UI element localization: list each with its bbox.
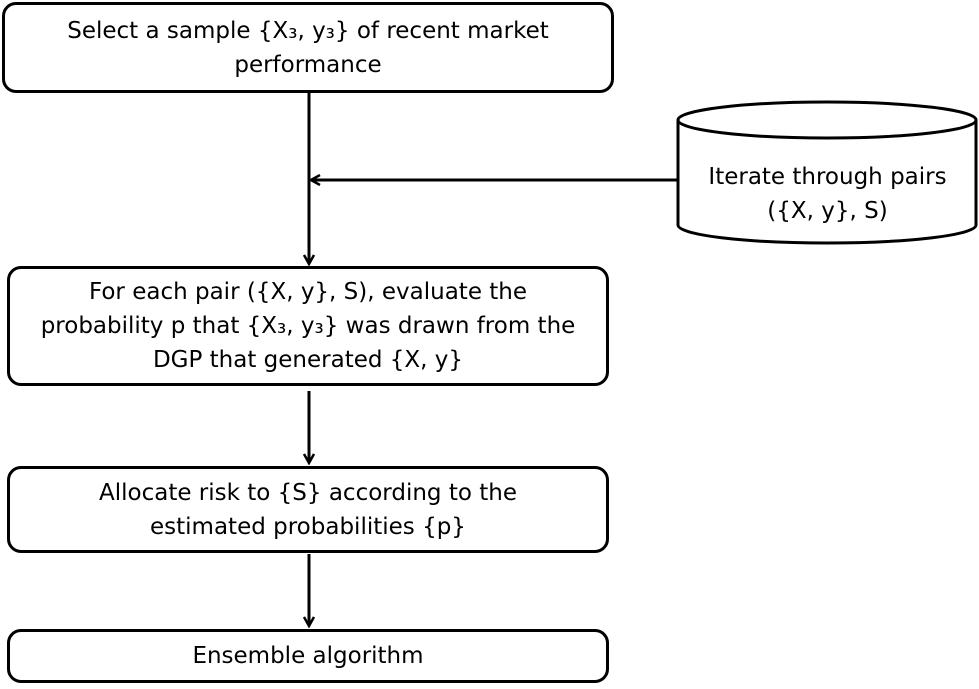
evaluate-line3: DGP that generated {X, y} [152, 347, 464, 373]
ensemble-algorithm-box: Ensemble algorithm [7, 629, 609, 683]
evaluate-probability-box: For each pair ({X, y}, S), evaluate the … [7, 266, 609, 386]
allocate-line1: Allocate risk to {S} according to the [99, 479, 517, 506]
select-sample-line2: performance [234, 51, 382, 78]
select-sample-box: Select a sample {X₃, y₃} of recent marke… [2, 2, 614, 93]
iterate-line2: ({X, y}, S) [767, 198, 888, 224]
evaluate-line1: For each pair ({X, y}, S), evaluate the [88, 279, 528, 305]
iterate-database-label: Iterate through pairs ({X, y}, S) [680, 160, 975, 228]
ensemble-label: Ensemble algorithm [192, 643, 424, 669]
allocate-risk-box: Allocate risk to {S} according to the es… [7, 466, 609, 553]
iterate-line1: Iterate through pairs [708, 164, 947, 190]
allocate-line2: estimated probabilities {p} [150, 513, 466, 540]
select-sample-line1: Select a sample {X₃, y₃} of recent marke… [67, 17, 549, 44]
iterate-database-shape [676, 100, 978, 245]
evaluate-line2: probability p that {X₃, y₃} was drawn fr… [40, 313, 576, 339]
